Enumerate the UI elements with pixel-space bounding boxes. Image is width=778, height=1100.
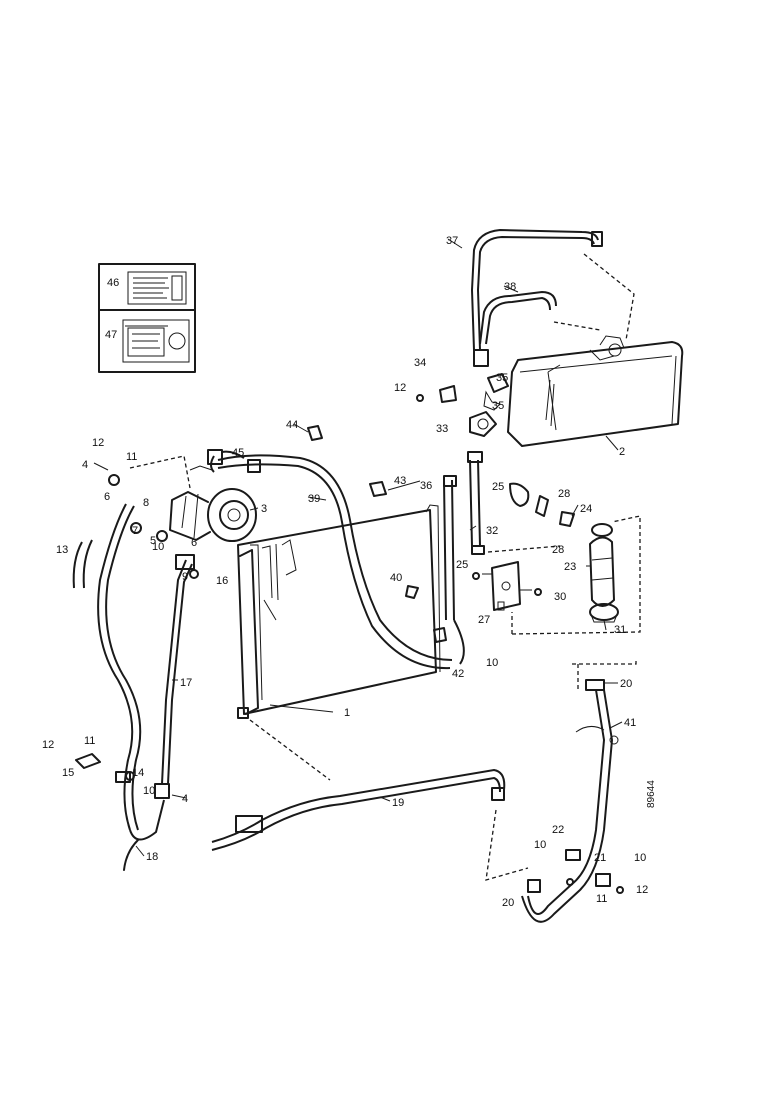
callout-15: 15 — [62, 767, 74, 779]
valve-assembly — [439, 373, 509, 437]
callout-12-lower: 12 — [42, 739, 54, 751]
callout-8: 8 — [143, 497, 149, 509]
callout-1: 1 — [344, 707, 350, 719]
figure-reference: 89644 — [646, 780, 657, 808]
callout-44: 44 — [286, 419, 298, 431]
callout-6-left: 6 — [104, 491, 110, 503]
callout-36: 36 — [420, 480, 432, 492]
compressor — [169, 465, 257, 542]
inset-label-47: 47 — [105, 329, 117, 341]
dashed-connections — [129, 253, 641, 881]
callout-28-lower: 28 — [552, 544, 564, 556]
callout-22: 22 — [552, 824, 564, 836]
callout-9: 9 — [182, 571, 188, 583]
callout-12-upper: 12 — [92, 437, 104, 449]
callout-43: 43 — [394, 475, 406, 487]
callout-11-lower: 11 — [84, 735, 95, 747]
callout-27: 27 — [478, 614, 490, 626]
callout-3: 3 — [261, 503, 267, 515]
callout-32: 32 — [486, 525, 498, 537]
callout-18: 18 — [146, 851, 158, 863]
callout-37: 37 — [446, 235, 458, 247]
callout-35-lower: 35 — [492, 400, 504, 412]
callout-21: 21 — [594, 852, 606, 864]
callout-11-bottom: 11 — [596, 893, 607, 905]
callout-13: 13 — [56, 544, 68, 556]
callout-38: 38 — [504, 281, 516, 293]
callout-25-upper: 25 — [492, 481, 504, 493]
callout-20-upper: 20 — [620, 678, 632, 690]
callout-4-lower: 4 — [182, 793, 188, 805]
callout-4-upper: 4 — [82, 459, 88, 471]
callout-39: 39 — [308, 493, 320, 505]
callout-10-compressor: 10 — [152, 541, 164, 553]
callout-40: 40 — [390, 572, 402, 584]
callout-45: 45 — [232, 447, 244, 459]
callout-14: 14 — [132, 767, 144, 779]
callout-41: 41 — [624, 717, 636, 729]
leader-lines — [93, 238, 623, 857]
callout-6-right: 6 — [191, 537, 197, 549]
callout-19: 19 — [392, 797, 404, 809]
refrigerant-lines — [72, 228, 614, 923]
expansion-valve-block — [482, 561, 532, 611]
callout-24: 24 — [580, 503, 592, 515]
callout-10-bottom-right: 10 — [634, 852, 646, 864]
callout-25-lower: 25 — [456, 559, 468, 571]
callout-10-condenser: 10 — [486, 657, 498, 669]
callout-16: 16 — [216, 575, 228, 587]
callout-31: 31 — [614, 624, 626, 636]
condenser — [237, 504, 441, 719]
callout-30: 30 — [554, 591, 566, 603]
receiver-drier — [589, 523, 619, 623]
callout-23: 23 — [564, 561, 576, 573]
callout-12-bottom: 12 — [636, 884, 648, 896]
inset-label-panel: 46 47 — [98, 263, 196, 373]
callout-5: 5 — [150, 535, 156, 547]
callout-34: 34 — [414, 357, 426, 369]
callout-2: 2 — [619, 446, 625, 458]
callout-20-lower: 20 — [502, 897, 514, 909]
small-fittings — [75, 394, 624, 894]
callout-17: 17 — [180, 677, 192, 689]
callout-33: 33 — [436, 423, 448, 435]
callout-10-lower-left: 10 — [143, 785, 155, 797]
inset-label-46: 46 — [107, 277, 119, 289]
callout-11-upper: 11 — [126, 451, 137, 463]
callout-28-upper: 28 — [558, 488, 570, 500]
evaporator-unit — [507, 335, 684, 447]
callout-12-evaporator: 12 — [394, 382, 406, 394]
callout-42: 42 — [452, 668, 464, 680]
callout-labels: 1 2 3 4 4 5 6 6 7 8 9 10 10 10 10 10 11 … — [42, 235, 648, 909]
callout-7: 7 — [132, 525, 138, 537]
callout-35-upper: 35 — [496, 372, 508, 384]
callout-10-bottom: 10 — [534, 839, 546, 851]
